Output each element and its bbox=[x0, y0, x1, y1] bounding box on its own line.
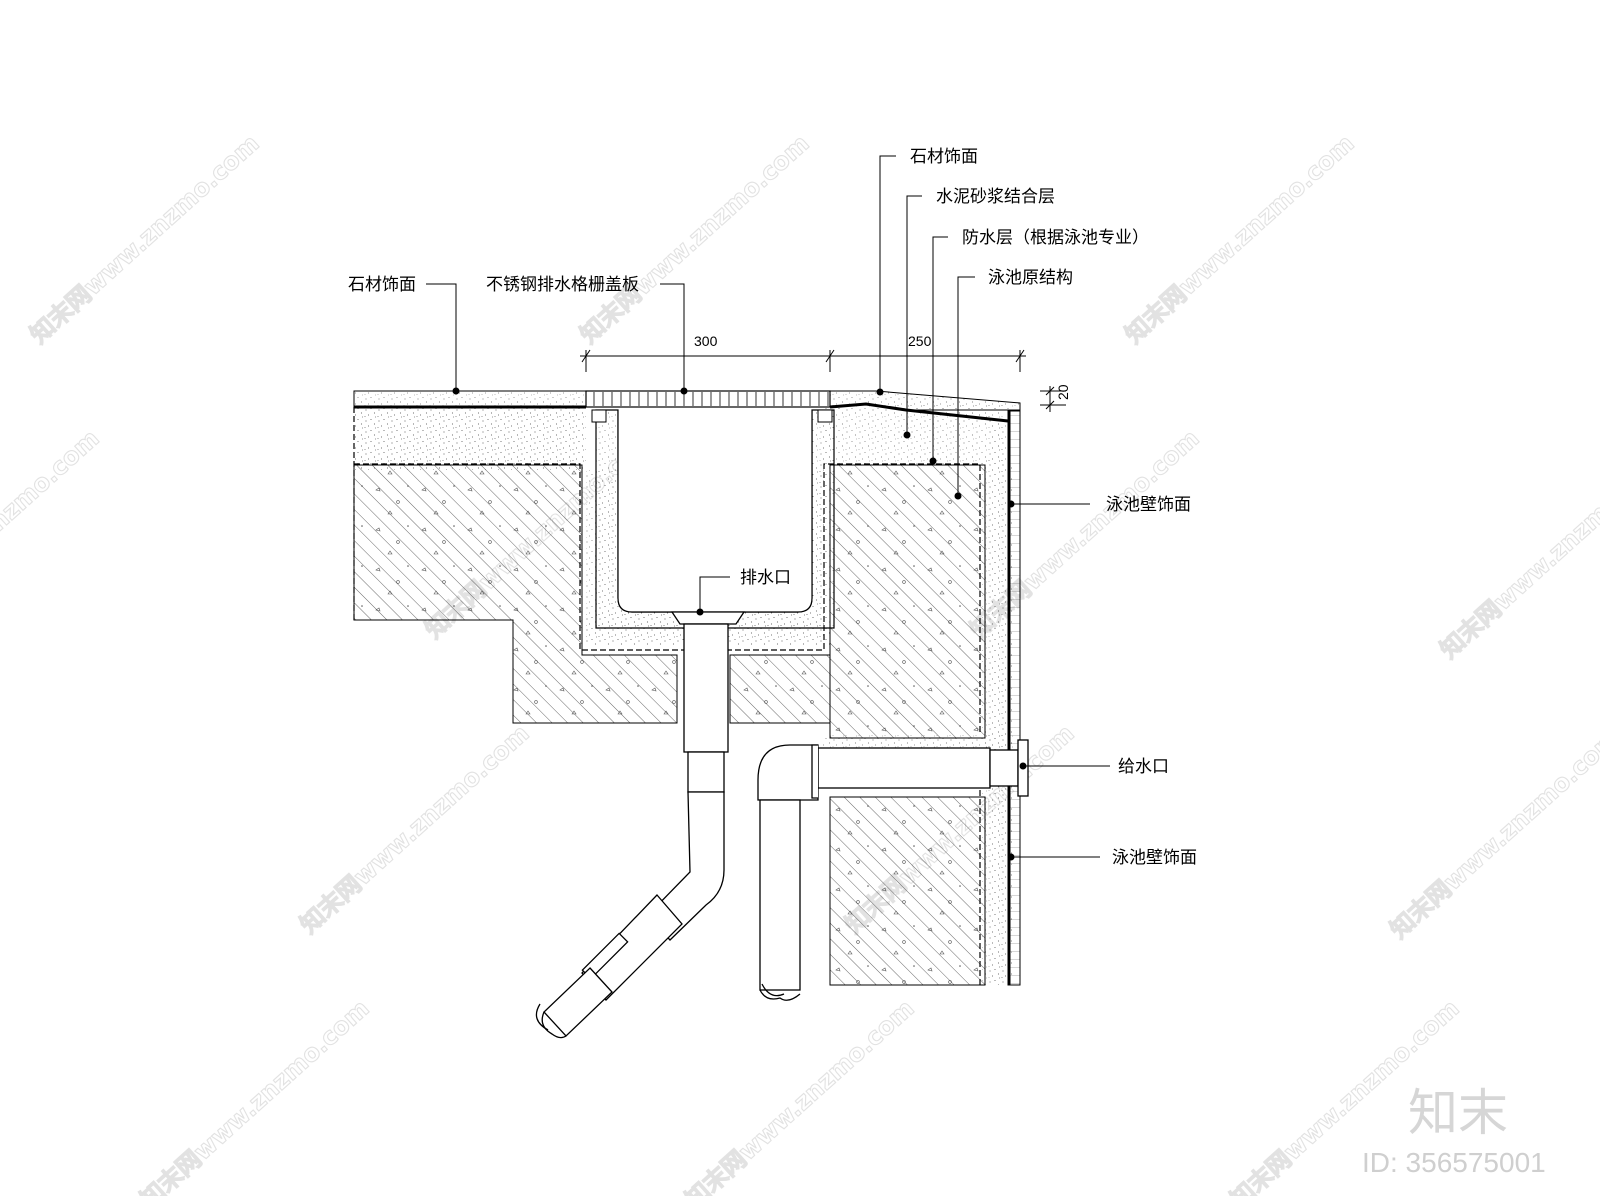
label-pool-wall-finish-lower: 泳池壁饰面 bbox=[1112, 848, 1197, 868]
watermark-text: 知末网www.znzmo.com bbox=[575, 129, 815, 349]
label-stone-finish-left: 石材饰面 bbox=[348, 275, 416, 295]
label-pool-structure: 泳池原结构 bbox=[988, 268, 1073, 288]
watermark-text: 知末网www.znzmo.com bbox=[1120, 129, 1360, 349]
structure-concrete bbox=[353, 464, 986, 986]
waterproof-layer-line bbox=[353, 407, 981, 985]
stone-finish bbox=[353, 390, 1021, 423]
label-grate-cover: 不锈钢排水格栅盖板 bbox=[486, 275, 639, 295]
watermark-text: 知末网www.znzmo.com bbox=[0, 424, 105, 644]
stainless-grate bbox=[585, 390, 831, 408]
drain-pipe bbox=[535, 611, 746, 1039]
watermark-text: 知末网www.znzmo.com bbox=[25, 129, 265, 349]
dim-finish-thickness: 20 bbox=[1055, 384, 1071, 400]
label-water-inlet: 给水口 bbox=[1118, 757, 1169, 777]
leader-lines bbox=[426, 155, 1110, 858]
watermark-text: 知末网www.znzmo.com bbox=[135, 994, 375, 1196]
watermark-id: ID: 356575001 bbox=[1362, 1147, 1546, 1178]
watermark-text: 知末网www.znzmo.com bbox=[295, 719, 535, 939]
dim-gutter-width: 300 bbox=[694, 333, 718, 349]
label-stone-finish-right: 石材饰面 bbox=[910, 147, 978, 167]
label-waterproof-layer: 防水层（根据泳池专业） bbox=[962, 228, 1149, 248]
watermark-text: 知末网www.znzmo.com bbox=[1435, 444, 1600, 664]
watermark-logo: 知末 bbox=[1408, 1084, 1508, 1142]
watermark-text: 知末网www.znzmo.com bbox=[1385, 724, 1600, 944]
label-pool-wall-finish-upper: 泳池壁饰面 bbox=[1106, 495, 1191, 515]
dimension-lines bbox=[580, 349, 1066, 412]
inlet-pipe bbox=[757, 739, 1029, 1001]
pool-wall-finish bbox=[1007, 410, 1021, 986]
dim-edge-width: 250 bbox=[908, 333, 932, 349]
watermark-text: 知末网www.znzmo.com bbox=[680, 994, 920, 1196]
gutter-channel bbox=[591, 409, 835, 629]
label-mortar-layer: 水泥砂浆结合层 bbox=[936, 187, 1055, 207]
label-drain-outlet: 排水口 bbox=[740, 568, 791, 588]
leader-dots bbox=[452, 387, 1027, 861]
